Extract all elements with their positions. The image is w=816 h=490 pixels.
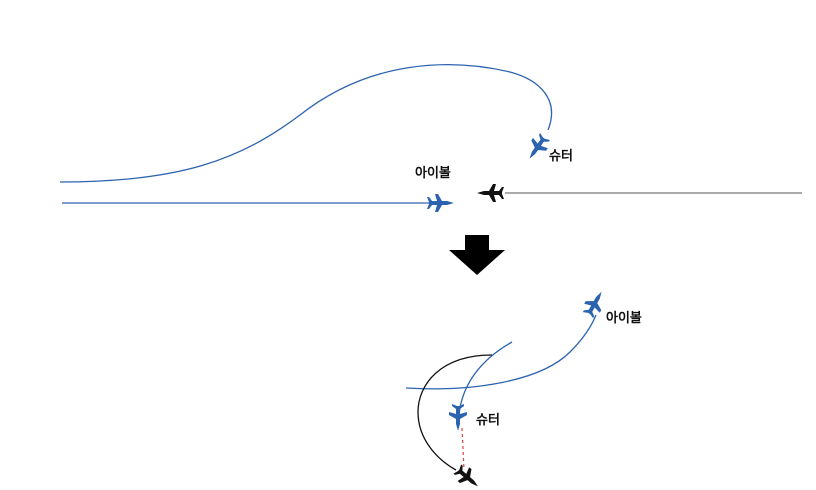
- eyeball-label-top: 아이볼: [415, 165, 451, 181]
- aim-line: [461, 427, 465, 471]
- eyeball-aircraft-icon: [427, 194, 454, 212]
- down-arrow-icon: [449, 235, 505, 275]
- eyeball-label-bottom: 아이볼: [606, 310, 642, 326]
- top-scene: 슈터 아이볼: [59, 64, 802, 212]
- shooter-label-bottom: 슈터: [476, 412, 500, 428]
- shooter-aircraft-icon: [522, 131, 553, 164]
- shooter-flight-path: [458, 341, 513, 416]
- enemy-aircraft-icon: [451, 462, 484, 490]
- bottom-scene: 아이볼 슈터: [405, 287, 642, 490]
- shooter-label-top: 슈터: [549, 148, 573, 164]
- shooter-aircraft-icon: [449, 404, 467, 431]
- shooter-flight-path: [59, 64, 553, 183]
- enemy-flight-path: [417, 354, 493, 471]
- eyeball-flight-path: [405, 314, 597, 390]
- enemy-aircraft-icon: [477, 184, 504, 202]
- eyeball-aircraft-icon: [580, 287, 610, 320]
